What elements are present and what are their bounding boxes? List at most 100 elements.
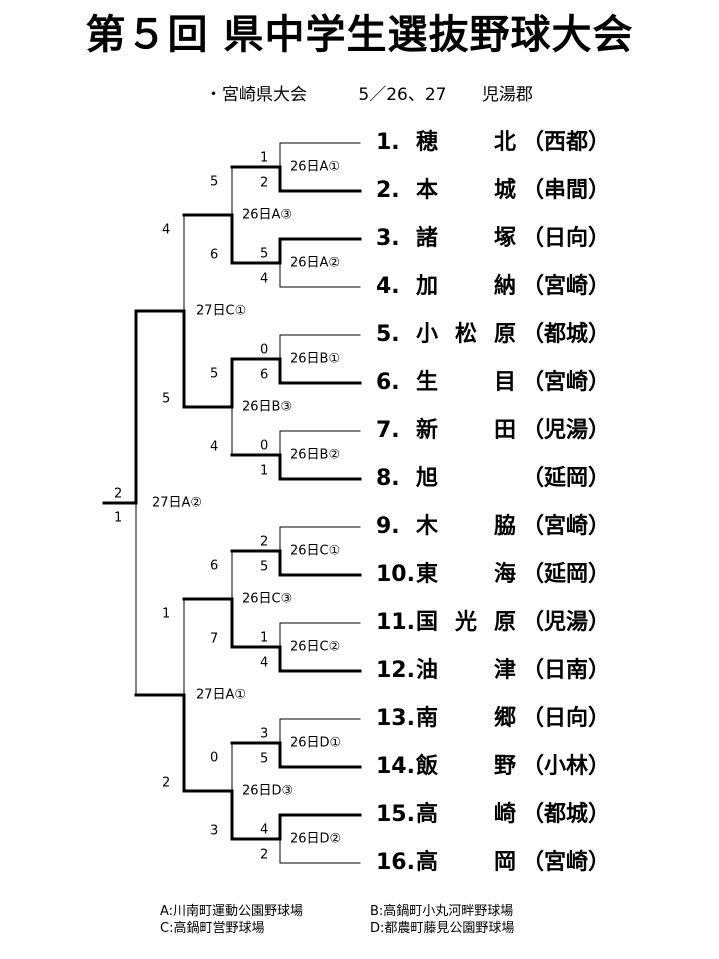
match-score: 2 <box>260 848 268 863</box>
team-name: 新田 <box>416 418 516 443</box>
team-seed: 15. <box>376 802 415 827</box>
team-seed: 8. <box>376 466 400 491</box>
team-entry: 13.南郷（日向） <box>376 704 610 734</box>
team-entry: 14.飯野（小林） <box>376 752 610 782</box>
team-region: （串間） <box>522 178 611 203</box>
match-score: 0 <box>260 343 268 358</box>
match-label: 26日D① <box>290 736 341 751</box>
team-region: （延岡） <box>522 562 611 587</box>
team-region: （小林） <box>522 754 611 779</box>
team-region: （日向） <box>522 706 611 731</box>
team-name: 東海 <box>416 562 516 587</box>
team-region: （宮崎） <box>522 514 611 539</box>
team-name: 高岡 <box>416 850 516 875</box>
team-entry: 2. 本城（串間） <box>376 176 610 206</box>
legend-venue-b: B:高鍋町小丸河畔野球場 <box>370 904 514 919</box>
match-label: 27日A① <box>196 688 246 703</box>
team-entry: 11.国光原（児湯） <box>376 608 610 638</box>
team-region: （児湯） <box>522 418 611 443</box>
match-score: 3 <box>260 727 268 742</box>
match-label: 26日C② <box>290 640 340 655</box>
match-score: 4 <box>210 440 218 455</box>
team-seed: 13. <box>376 706 415 731</box>
match-label: 27日C① <box>196 304 246 319</box>
match-label: 26日B③ <box>242 400 292 415</box>
team-seed: 1. <box>376 130 400 155</box>
team-name: 諸塚 <box>416 226 516 251</box>
match-score: 6 <box>210 559 218 574</box>
team-name: 南郷 <box>416 706 516 731</box>
team-region: （西都） <box>522 130 611 155</box>
match-label: 26日A① <box>290 160 340 175</box>
team-name: 本城 <box>416 178 516 203</box>
team-region: （日南） <box>522 658 611 683</box>
match-score: 7 <box>210 632 218 647</box>
team-seed: 7. <box>376 418 400 443</box>
match-score: 1 <box>260 631 268 646</box>
team-entry: 4. 加納（宮崎） <box>376 272 610 302</box>
match-score: 4 <box>260 656 268 671</box>
tournament-venue: 児湯郡 <box>481 85 533 105</box>
team-region: （都城） <box>522 322 611 347</box>
team-name: 木脇 <box>416 514 516 539</box>
team-seed: 5. <box>376 322 400 347</box>
team-region: （都城） <box>522 802 611 827</box>
legend-venue-c: C:高鍋町営野球場 <box>160 921 265 936</box>
team-seed: 12. <box>376 658 415 683</box>
match-label: 26日D③ <box>242 784 293 799</box>
match-label: 26日B② <box>290 448 340 463</box>
match-score: 2 <box>114 487 122 502</box>
team-region: （日向） <box>522 226 611 251</box>
legend-row: C:高鍋町営野球場 D:都農町藤見公園野球場 <box>160 920 580 937</box>
match-score: 0 <box>210 751 218 766</box>
team-seed: 3. <box>376 226 400 251</box>
team-name: 油津 <box>416 658 516 683</box>
match-score: 2 <box>162 776 170 791</box>
team-name: 加納 <box>416 274 516 299</box>
match-label: 26日A② <box>290 256 340 271</box>
team-entry: 16.高岡（宮崎） <box>376 848 610 878</box>
team-entry: 8. 旭 （延岡） <box>376 464 610 494</box>
match-label: 27日A② <box>152 496 202 511</box>
match-label: 26日C① <box>290 544 340 559</box>
match-score: 2 <box>260 176 268 191</box>
team-entry: 9.木脇（宮崎） <box>376 512 610 542</box>
team-entry: 15.高崎（都城） <box>376 800 610 830</box>
team-name: 旭 <box>416 466 439 491</box>
team-region: （児湯） <box>522 610 611 635</box>
team-seed: 10. <box>376 562 415 587</box>
match-score: 5 <box>210 367 218 382</box>
match-score: 5 <box>162 392 170 407</box>
team-entry: 7. 新田（児湯） <box>376 416 610 446</box>
team-entry: 10.東海（延岡） <box>376 560 610 590</box>
team-entry: 1. 穂北（西都） <box>376 128 610 158</box>
match-score: 1 <box>260 464 268 479</box>
match-score: 4 <box>260 823 268 838</box>
match-score: 5 <box>260 560 268 575</box>
match-score: 5 <box>260 247 268 262</box>
team-region: （延岡） <box>522 466 611 491</box>
match-score: 1 <box>260 151 268 166</box>
team-entry: 6.生目（宮崎） <box>376 368 610 398</box>
team-seed: 14. <box>376 754 415 779</box>
match-score: 3 <box>210 824 218 839</box>
match-score: 1 <box>114 511 122 526</box>
legend-venue-d: D:都農町藤見公園野球場 <box>370 921 515 936</box>
match-score: 5 <box>210 175 218 190</box>
team-seed: 16. <box>376 850 415 875</box>
match-score: 1 <box>162 607 170 622</box>
team-region: （宮崎） <box>522 274 611 299</box>
match-score: 2 <box>260 535 268 550</box>
team-seed: 4. <box>376 274 400 299</box>
team-seed: 2. <box>376 178 400 203</box>
team-name: 穂北 <box>416 130 516 155</box>
match-score: 6 <box>210 248 218 263</box>
team-region: （宮崎） <box>522 370 611 395</box>
team-seed: 6. <box>376 370 400 395</box>
match-label: 26日B① <box>290 352 340 367</box>
team-entry: 12.油津（日南） <box>376 656 610 686</box>
team-entry: 5.小松原（都城） <box>376 320 610 350</box>
